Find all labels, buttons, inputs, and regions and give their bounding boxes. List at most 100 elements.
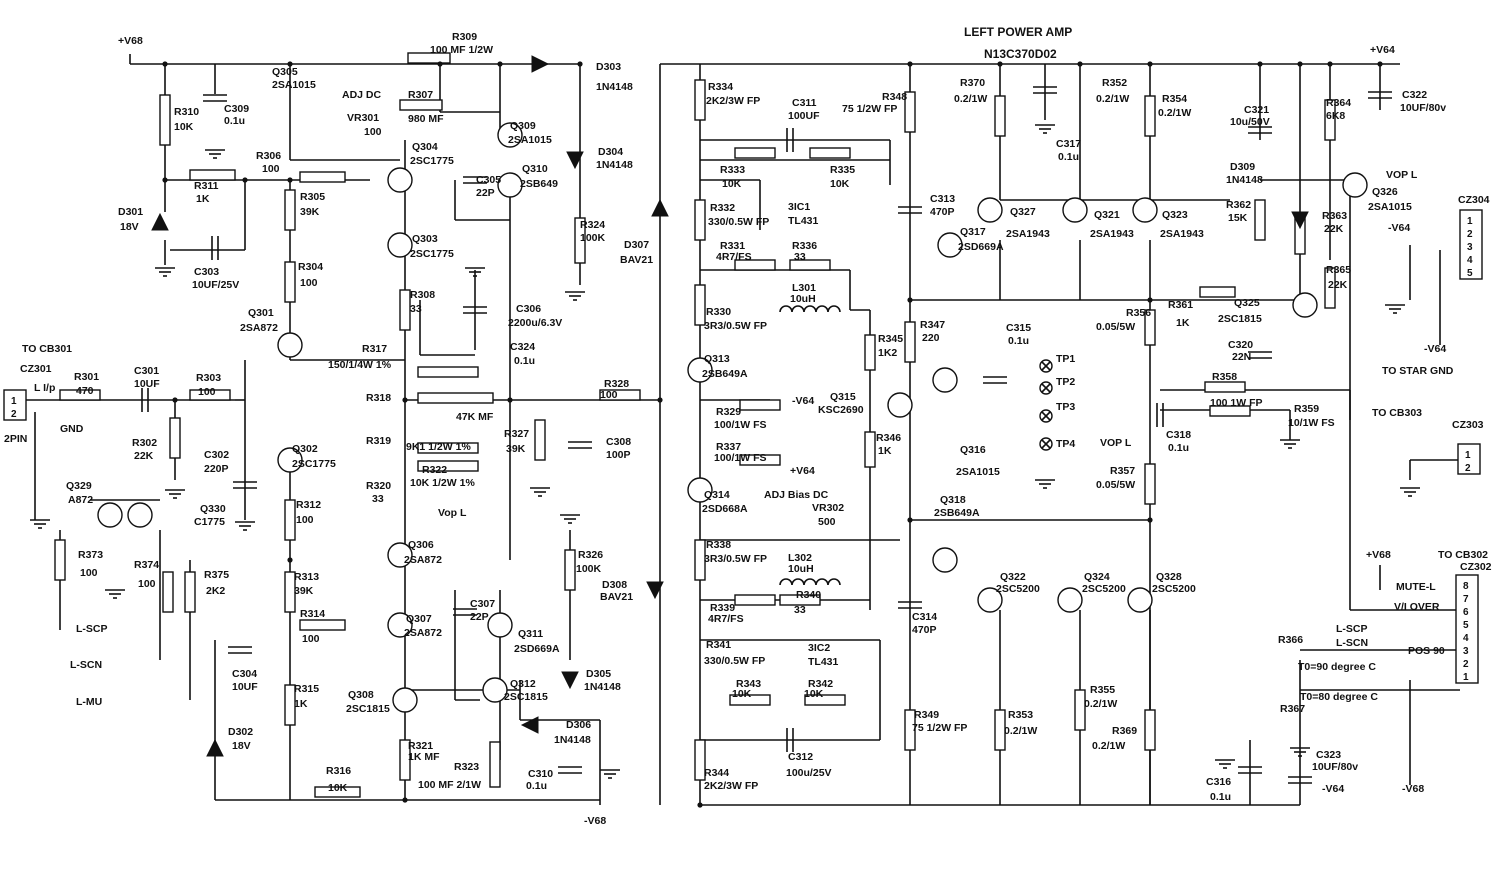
connector-cz302-pin-3: 3: [1463, 646, 1469, 657]
label-r330: R330: [706, 306, 731, 318]
resistor-v-27: [1144, 309, 1156, 346]
label-l302v: 10uH: [788, 563, 814, 575]
label-c306: C306: [516, 303, 541, 315]
label-q329v: A872: [68, 494, 93, 506]
junction-6: [242, 177, 248, 183]
label-c311v: 100UF: [788, 110, 820, 122]
capacitor-18: [1368, 91, 1392, 99]
capacitor-19: [1238, 766, 1262, 774]
connector-cz303-pin-1: 1: [1465, 450, 1471, 461]
diode-6: [520, 716, 539, 734]
label-q313: Q313: [704, 353, 730, 365]
transistor-5: [387, 612, 413, 638]
resistor-v-23: [694, 739, 706, 781]
label-r327v: 39K: [506, 443, 526, 455]
label-r323: R323: [454, 761, 479, 773]
label-r305v: 39K: [300, 206, 320, 218]
junction-24: [1147, 297, 1153, 303]
label-c307: C307: [470, 598, 495, 610]
diode-4: [646, 581, 664, 600]
ground-symbol-12: [1385, 304, 1405, 314]
transistor-19: [937, 232, 963, 258]
label-q329: Q329: [66, 480, 92, 492]
label-q307: Q307: [406, 613, 432, 625]
label-r311: R311: [194, 180, 219, 192]
label-r356v: 0.05/5W: [1096, 321, 1135, 333]
diode-1: [566, 151, 584, 170]
label-c301: C301: [134, 365, 159, 377]
label-q310: Q310: [522, 163, 548, 175]
label-q305: Q305: [272, 66, 298, 78]
label-r314v: 100: [302, 633, 320, 645]
ground-symbol-17: [560, 514, 580, 524]
label-r313: R313: [294, 571, 319, 583]
label-r333v: 10K: [722, 178, 742, 190]
label-r353v: 0.2/1W: [1004, 725, 1037, 737]
label-adjbias: ADJ Bias DC: [764, 489, 829, 501]
label-c318v: 0.1u: [1168, 442, 1189, 454]
label-c307v: 22P: [470, 611, 489, 623]
label-r303v: 100: [198, 386, 216, 398]
label-r310: R310: [174, 106, 199, 118]
ground-symbol-14: [1400, 487, 1420, 497]
label-r321v: 1K MF: [408, 751, 440, 763]
label-r306v: 100: [262, 163, 280, 175]
label-q316v: 2SA1015: [956, 466, 1000, 478]
label-r369v: 0.2/1W: [1092, 740, 1125, 752]
label-c324v: 0.1u: [514, 355, 535, 367]
resistor-h-2: [189, 169, 236, 181]
label-t80: T0=80 degree C: [1300, 691, 1378, 703]
label-q325: Q325: [1234, 297, 1260, 309]
transistor-22: [1127, 587, 1153, 613]
label-q301v: 2SA872: [240, 322, 278, 334]
label-l_scn2: L-SCN: [1336, 637, 1368, 649]
label-r304v: 100: [300, 277, 318, 289]
label-r334v: 2K2/3W FP: [706, 95, 760, 107]
connector-cz302-pin-1: 1: [1463, 672, 1469, 683]
label-cz301: CZ301: [20, 363, 52, 375]
connector-cz302-pin-4: 4: [1463, 633, 1469, 644]
label-r357: R357: [1110, 465, 1135, 477]
junction-19: [1297, 61, 1303, 67]
resistor-v-11: [564, 549, 576, 591]
label-q324: Q324: [1084, 571, 1110, 583]
label-q318v: 2SB649A: [934, 507, 980, 519]
resistor-v-30: [1254, 199, 1266, 241]
label-c311: C311: [792, 97, 817, 109]
label-c303v: 10UF/25V: [192, 279, 239, 291]
resistor-h-22: [804, 694, 846, 706]
label-d302v: 18V: [232, 740, 251, 752]
label-r348v: 75 1/2W FP: [842, 103, 897, 115]
resistor-h-25: [1209, 405, 1251, 417]
resistor-v-24: [864, 334, 876, 371]
label-r370v: 0.2/1W: [954, 93, 987, 105]
resistor-v-26: [904, 321, 916, 363]
label-r361v: 1K: [1176, 317, 1190, 329]
label-r364: R364: [1326, 97, 1351, 109]
label-q321: Q321: [1094, 209, 1120, 221]
label-r321: R321: [408, 740, 433, 752]
label-c306v: 2200u/6.3V: [508, 317, 562, 329]
label-c308v: 100P: [606, 449, 631, 461]
label-r328: R328: [604, 378, 629, 390]
label-c302v: 220P: [204, 463, 229, 475]
label-r375: R375: [204, 569, 229, 581]
label-r330v: 3R3/0.5W FP: [704, 320, 767, 332]
label-r327: R327: [504, 428, 529, 440]
label-r370: R370: [960, 77, 985, 89]
connector-cz303-pin-2: 2: [1465, 463, 1471, 474]
resistor-v-8: [399, 739, 411, 781]
resistor-h-17: [739, 399, 781, 411]
capacitor-1: [211, 236, 219, 260]
resistor-v-21: [694, 284, 706, 326]
label-r316: R316: [326, 765, 351, 777]
diode-7: [206, 738, 224, 757]
connector-cz304-pin-2: 2: [1467, 229, 1473, 240]
test-point-2: [1039, 381, 1053, 395]
resistor-v-12: [169, 417, 181, 459]
test-point-4: [1039, 437, 1053, 451]
label-r344v: 2K2/3W FP: [704, 780, 758, 792]
label-vplus64a: +V64: [790, 465, 815, 477]
capacitor-20: [1288, 776, 1312, 784]
